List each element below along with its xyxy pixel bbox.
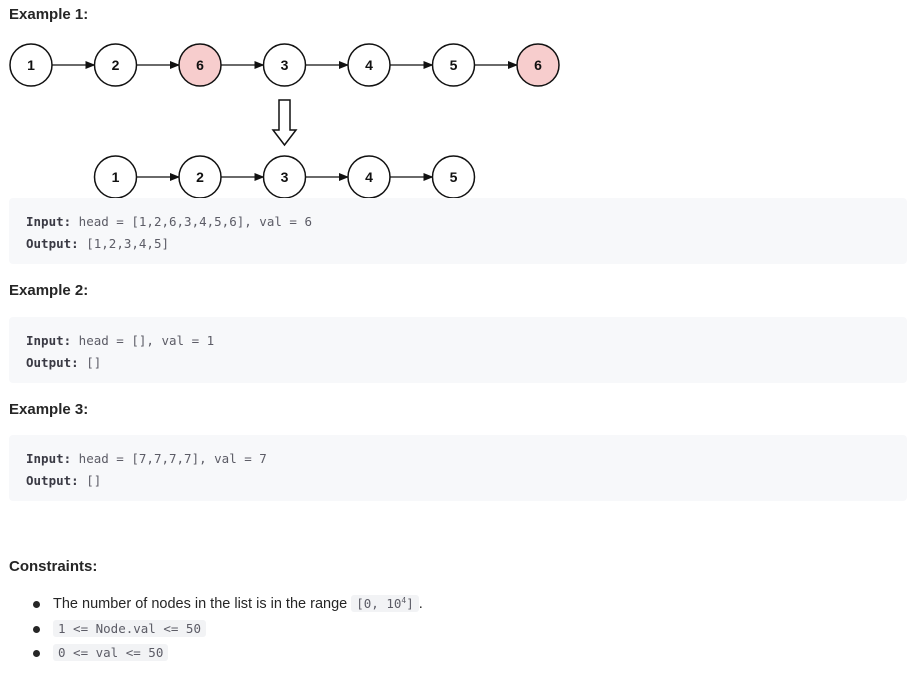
removed-list-node <box>516 43 560 87</box>
node-value-label: 1 <box>112 169 120 185</box>
input-label: Input: <box>26 333 72 348</box>
node-value-label: 2 <box>196 169 204 185</box>
code-suffix: ] <box>406 596 414 611</box>
example-2-code-block: Input: head = [], val = 1 Output: [] <box>9 317 907 383</box>
node-value-label: 5 <box>450 57 458 73</box>
code-superscript: 4 <box>401 595 407 605</box>
input-label: Input: <box>26 214 72 229</box>
output-label: Output: <box>26 236 79 251</box>
constraint-item: The number of nodes in the list is in th… <box>33 592 423 617</box>
node-value-label: 3 <box>281 57 289 73</box>
node-value-label: 1 <box>27 57 35 73</box>
output-value: [1,2,3,4,5] <box>78 236 169 251</box>
example-1-heading: Example 1: <box>9 6 89 23</box>
bullet-icon <box>33 625 40 633</box>
constraint-text: The number of nodes in the list is in th… <box>53 596 352 612</box>
bullet-icon <box>33 650 40 657</box>
input-list-row: 1 2 6 3 4 5 6 <box>9 43 560 87</box>
example-1-code-block: Input: head = [1,2,6,3,4,5,6], val = 6 O… <box>9 198 907 264</box>
down-arrow-icon <box>271 99 298 147</box>
constraint-item: 1 <= Node.val <= 50 <box>33 617 423 642</box>
node-value-label: 6 <box>534 57 542 73</box>
input-value: head = [], val = 1 <box>71 333 215 348</box>
constraint-end: . <box>418 596 423 612</box>
output-label: Output: <box>26 473 79 488</box>
node-value-label: 4 <box>365 169 373 185</box>
output-value: [] <box>78 473 102 488</box>
node-value-label: 3 <box>281 169 289 185</box>
linked-list-diagram: 1 2 6 3 4 5 6 1 2 3 4 5 <box>9 43 560 199</box>
example-3-heading: Example 3: <box>9 401 89 418</box>
input-label: Input: <box>26 451 72 466</box>
node-value-label: 5 <box>450 169 458 185</box>
input-value: head = [7,7,7,7], val = 7 <box>71 451 267 466</box>
example-2-heading: Example 2: <box>9 282 89 299</box>
output-label: Output: <box>26 355 79 370</box>
example-3-code-block: Input: head = [7,7,7,7], val = 7 Output:… <box>9 435 907 501</box>
node-value-label: 6 <box>196 57 204 73</box>
constraint-code: [0, 104] <box>351 595 419 612</box>
constraints-list: The number of nodes in the list is in th… <box>33 592 423 666</box>
input-value: head = [1,2,6,3,4,5,6], val = 6 <box>71 214 312 229</box>
constraint-code: 1 <= Node.val <= 50 <box>53 619 206 637</box>
constraint-code: 0 <= val <= 50 <box>53 644 169 661</box>
output-list-row: 1 2 3 4 5 <box>93 155 476 199</box>
constraint-item: 0 <= val <= 50 <box>33 641 423 666</box>
bullet-icon <box>33 601 40 608</box>
node-value-label: 2 <box>112 57 120 73</box>
node-value-label: 4 <box>365 57 373 73</box>
constraints-heading: Constraints: <box>9 558 98 575</box>
output-value: [] <box>78 355 102 370</box>
code-prefix: [0, 10 <box>356 596 402 611</box>
